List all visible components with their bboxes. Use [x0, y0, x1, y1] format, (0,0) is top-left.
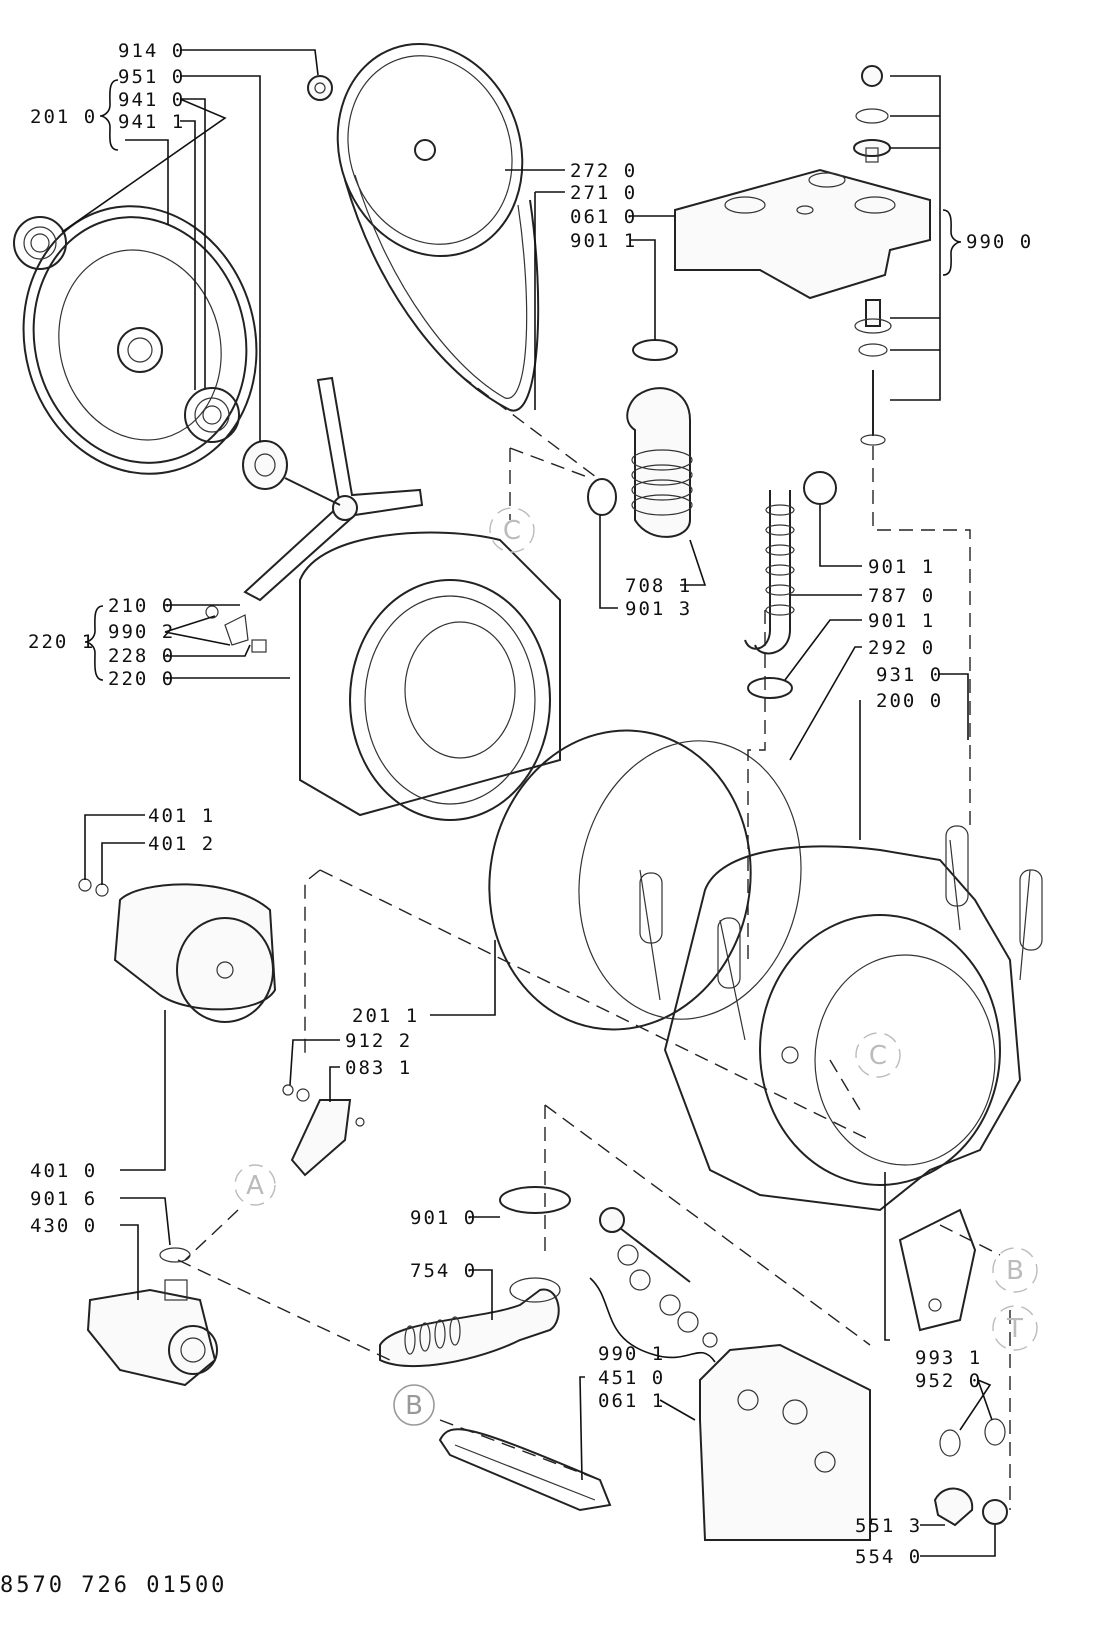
label-990-0: 990 0 [966, 231, 1033, 253]
label-430-0: 430 0 [30, 1215, 97, 1237]
clamp-901-1-b [803, 471, 837, 505]
dashed-assembly-lines [177, 374, 1011, 1510]
label-901-1-c: 901 1 [868, 610, 935, 632]
nut-914-0 [307, 75, 333, 101]
drum-spider [243, 376, 424, 602]
bracket-083-1 [282, 1084, 365, 1177]
label-901-1-top: 901 1 [570, 230, 637, 252]
label-931-0: 931 0 [876, 664, 943, 686]
thermostat-items [933, 1418, 1008, 1527]
label-200-0: 200 0 [876, 690, 943, 712]
drum-220-0 [299, 531, 561, 821]
label-210-0: 210 0 [108, 595, 175, 617]
seal-951-0 [242, 440, 288, 490]
svg-text:C: C [869, 1041, 887, 1071]
screw-kit-990-1 [599, 1207, 718, 1348]
label-292-0: 292 0 [868, 637, 935, 659]
leader-lines [61, 49, 996, 1557]
label-952-0: 952 0 [915, 1370, 982, 1392]
counterweight-bottom [699, 1343, 871, 1541]
motor-401-0 [78, 878, 277, 1023]
svg-text:T: T [1006, 1314, 1023, 1344]
label-901-1-b: 901 1 [868, 556, 935, 578]
fixing-kit-990-0 [853, 65, 892, 446]
callout-c-2: C [855, 1032, 901, 1078]
label-220-1: 220 1 [28, 631, 95, 653]
label-554-0: 554 0 [855, 1546, 922, 1568]
rear-tub-cover [22, 205, 258, 475]
label-901-3: 901 3 [625, 598, 692, 620]
clamp-901-1-top [632, 339, 678, 361]
label-901-6: 901 6 [30, 1188, 97, 1210]
callout-a: A [234, 1164, 276, 1206]
bearing-941-1 [184, 387, 240, 443]
label-201-0: 201 0 [30, 106, 97, 128]
lower-bracket-993-1 [898, 1208, 977, 1332]
part-labels: 914 0 951 0 941 0 941 1 201 0 272 0 271 … [28, 40, 1033, 1568]
label-401-0: 401 0 [30, 1160, 97, 1182]
braces [84, 79, 962, 681]
label-914-0: 914 0 [118, 40, 185, 62]
hose-787-0 [744, 490, 795, 655]
label-083-1: 083 1 [345, 1057, 412, 1079]
label-201-1: 201 1 [352, 1005, 419, 1027]
label-951-0: 951 0 [118, 66, 185, 88]
counterweight-top [674, 168, 931, 300]
callout-b-1: B [393, 1384, 435, 1426]
hose-754-0 [379, 1277, 561, 1368]
label-271-0: 271 0 [570, 182, 637, 204]
label-551-3: 551 3 [855, 1515, 922, 1537]
label-451-0: 451 0 [598, 1367, 665, 1389]
label-228-0: 228 0 [108, 645, 175, 667]
springs-931-0 [639, 825, 1043, 989]
label-401-1: 401 1 [148, 805, 215, 827]
clamp-901-3 [587, 478, 617, 516]
label-061-1: 061 1 [598, 1390, 665, 1412]
svg-text:B: B [1006, 1256, 1024, 1286]
callout-t: T [992, 1305, 1038, 1351]
label-912-2: 912 2 [345, 1030, 412, 1052]
svg-text:C: C [503, 516, 521, 546]
label-272-0: 272 0 [570, 160, 637, 182]
pulley-and-belt [336, 42, 540, 412]
clamp-901-1-c [747, 677, 793, 699]
svg-text:B: B [405, 1391, 423, 1421]
pump-430-0 [86, 1247, 218, 1387]
label-993-1: 993 1 [915, 1347, 982, 1369]
label-061-0: 061 0 [570, 206, 637, 228]
label-990-2: 990 2 [108, 621, 175, 643]
heater-451-0 [438, 1428, 612, 1512]
label-990-1: 990 1 [598, 1343, 665, 1365]
svg-text:A: A [246, 1171, 264, 1201]
tub-200-0 [639, 839, 1031, 1212]
label-901-0: 901 0 [410, 1207, 477, 1229]
label-401-2: 401 2 [148, 833, 215, 855]
bellows-708-1 [626, 387, 693, 538]
label-220-0: 220 0 [108, 668, 175, 690]
callout-b-2: B [992, 1247, 1038, 1293]
label-787-0: 787 0 [868, 585, 935, 607]
document-number: 8570 726 01500 [0, 1573, 227, 1598]
bearing-941-0 [13, 216, 67, 270]
label-708-1: 708 1 [625, 575, 692, 597]
label-941-0: 941 0 [118, 89, 185, 111]
label-941-1: 941 1 [118, 111, 185, 133]
clamp-901-0 [499, 1186, 571, 1214]
callout-c-1: C [489, 507, 535, 553]
screw-kit-990-2 [205, 605, 267, 653]
label-754-0: 754 0 [410, 1260, 477, 1282]
